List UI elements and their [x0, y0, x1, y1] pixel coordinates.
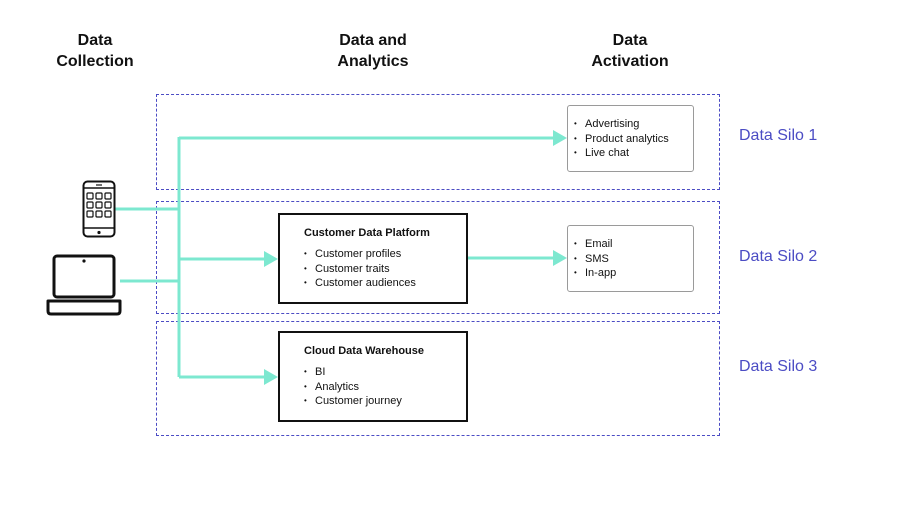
list-item: BI — [304, 365, 466, 380]
data-silo-2-label: Data Silo 2 — [739, 248, 818, 265]
arrowhead — [553, 250, 567, 266]
arrowhead — [264, 369, 278, 385]
cdw-title: Cloud Data Warehouse — [304, 345, 424, 357]
header-line: Data — [77, 32, 113, 49]
activation-list: Advertising Product analytics Live chat — [574, 117, 693, 161]
list-item: Live chat — [574, 146, 693, 161]
cdp-list: Customer profiles Customer traits Custom… — [304, 247, 466, 291]
column-header-data-collection: Data Collection — [40, 30, 150, 72]
header-line: Activation — [591, 53, 669, 70]
cdp-title: Customer Data Platform — [304, 227, 430, 239]
smartphone-icon — [82, 180, 116, 238]
list-item: In-app — [574, 266, 693, 281]
arrowhead — [553, 130, 567, 146]
cdw-list: BI Analytics Customer journey — [304, 365, 466, 409]
header-line: Data and — [339, 32, 407, 49]
data-silo-3-container — [156, 321, 720, 436]
header-line: Data — [612, 32, 648, 49]
list-item: Product analytics — [574, 132, 693, 147]
list-item: Customer profiles — [304, 247, 466, 262]
activation-list: Email SMS In-app — [574, 237, 693, 281]
arrowhead — [264, 251, 278, 267]
cloud-data-warehouse-box: Cloud Data Warehouse BI Analytics Custom… — [278, 331, 468, 422]
customer-data-platform-box: Customer Data Platform Customer profiles… — [278, 213, 468, 304]
header-line: Collection — [56, 53, 134, 70]
column-header-data-analytics: Data and Analytics — [318, 30, 428, 72]
column-header-data-activation: Data Activation — [575, 30, 685, 72]
activation-box-silo-2: Email SMS In-app — [567, 225, 694, 292]
laptop-icon — [46, 254, 122, 316]
data-silo-1-label: Data Silo 1 — [739, 127, 818, 144]
data-silo-2-container — [156, 201, 720, 314]
data-silo-3-label: Data Silo 3 — [739, 358, 818, 375]
data-silo-1-container — [156, 94, 720, 190]
list-item: Advertising — [574, 117, 693, 132]
list-item: Email — [574, 237, 693, 252]
list-item: Customer audiences — [304, 276, 466, 291]
activation-box-silo-1: Advertising Product analytics Live chat — [567, 105, 694, 172]
list-item: Customer journey — [304, 394, 466, 409]
list-item: Customer traits — [304, 262, 466, 277]
header-line: Analytics — [337, 53, 409, 70]
list-item: Analytics — [304, 380, 466, 395]
list-item: SMS — [574, 252, 693, 267]
